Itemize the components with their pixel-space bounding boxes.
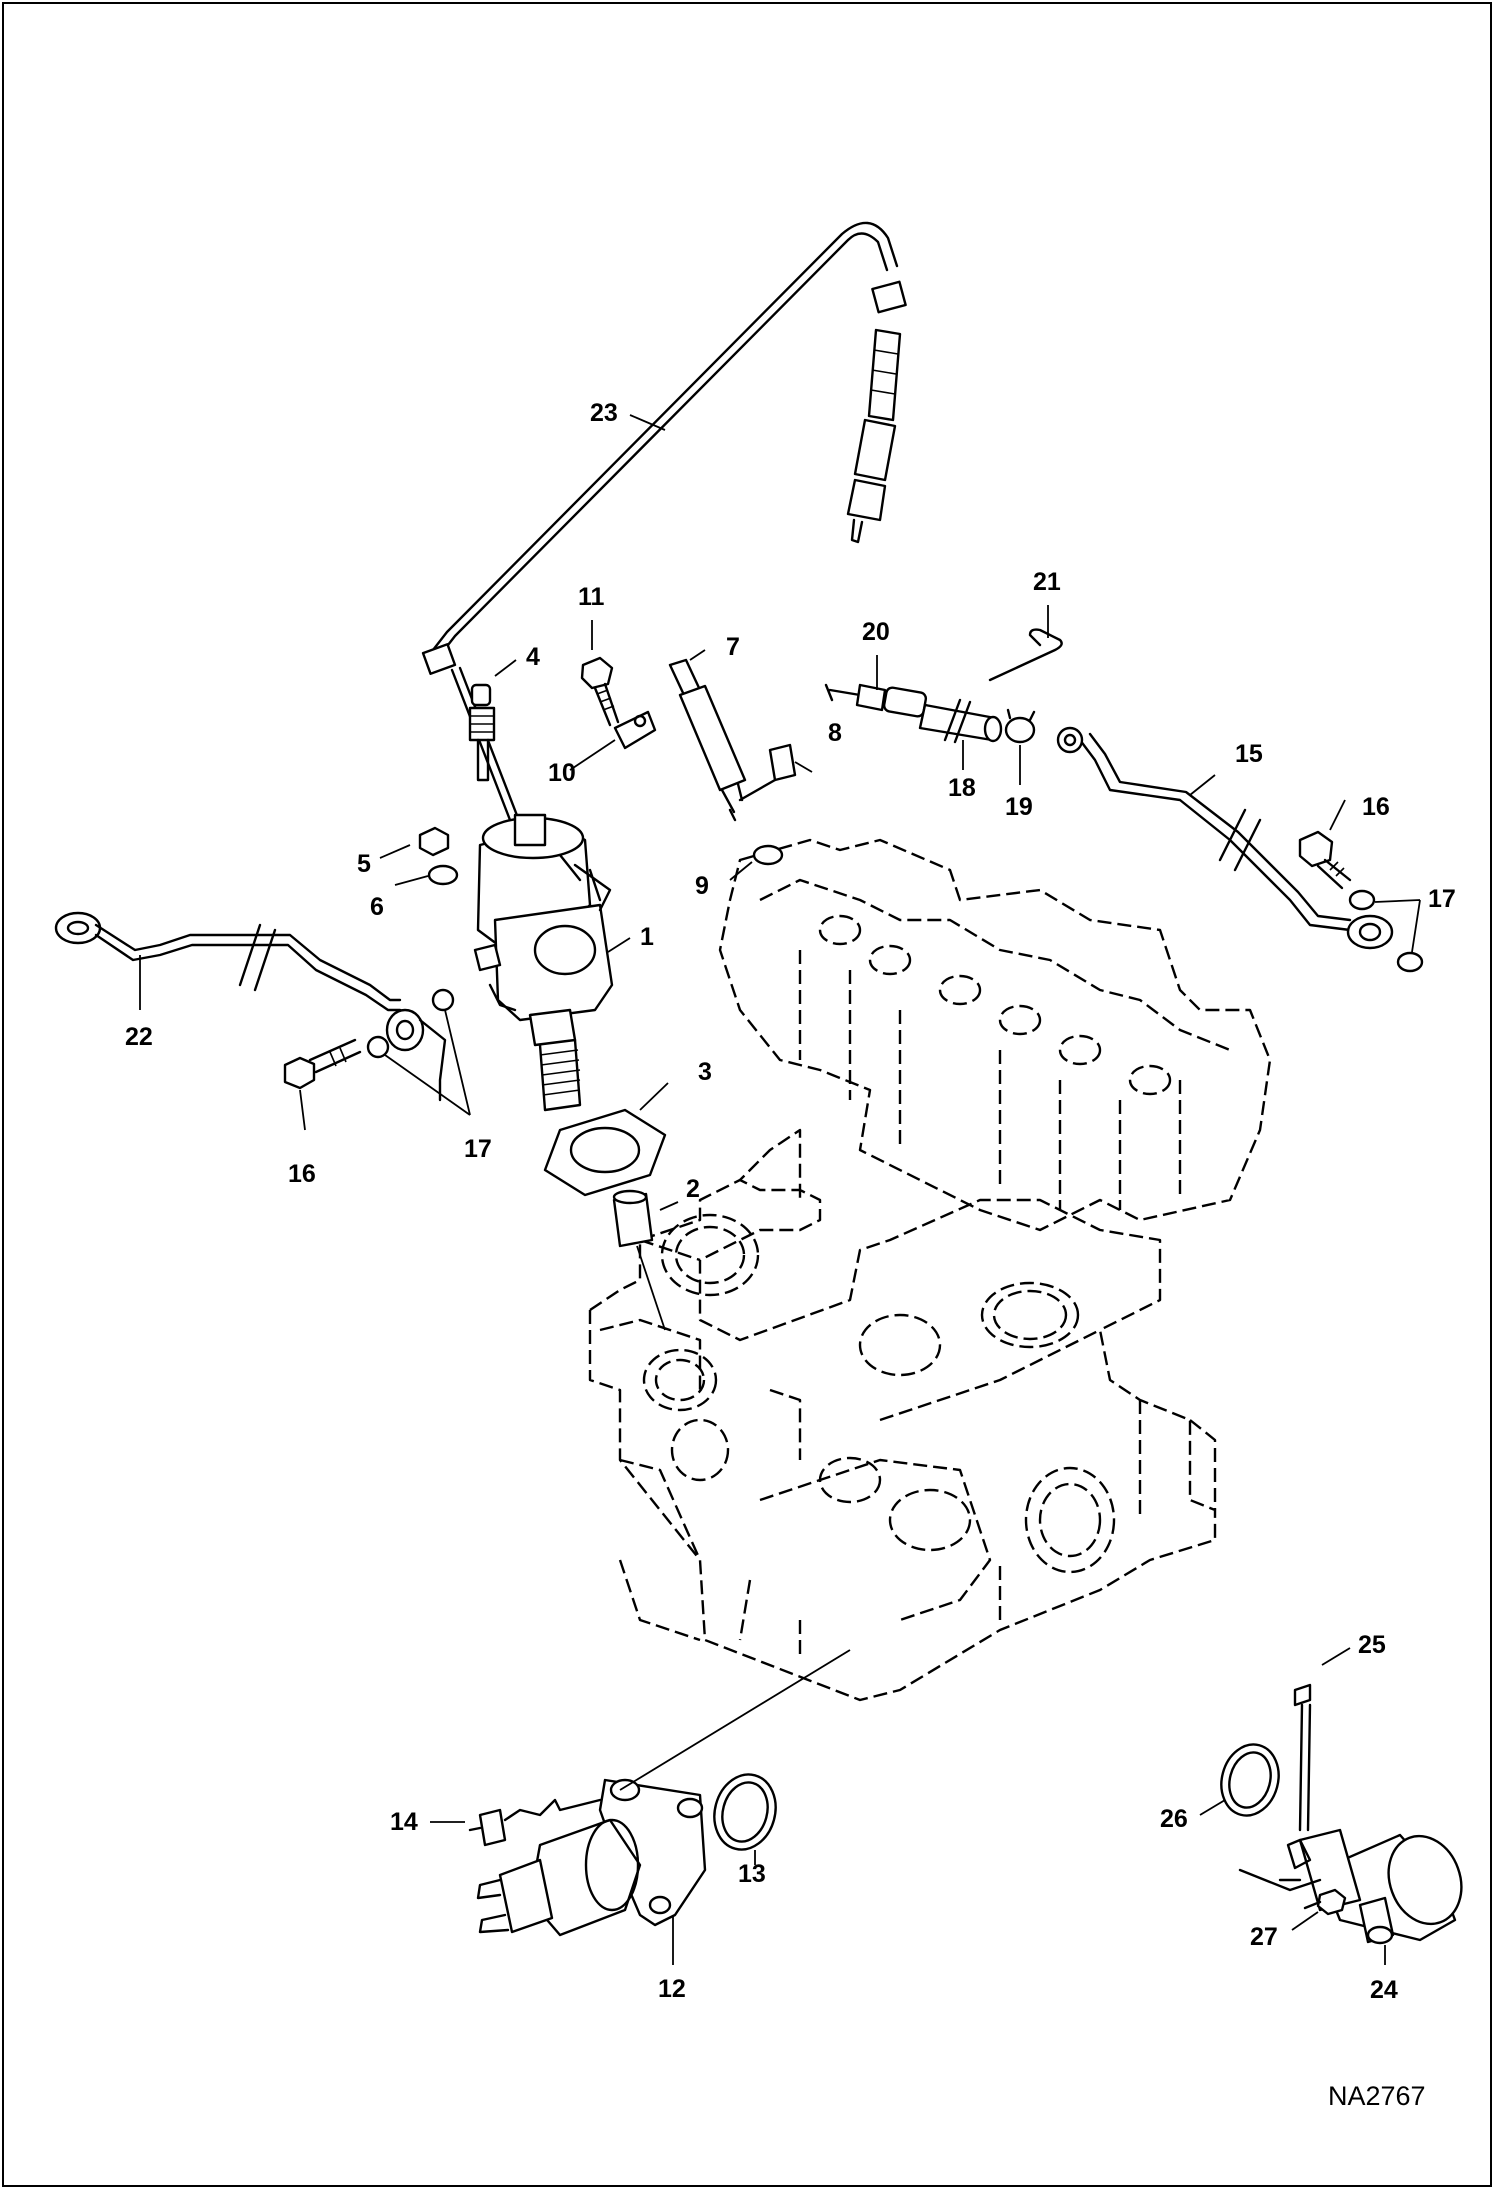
callout-23: 23 bbox=[590, 399, 618, 427]
fuel-injector bbox=[668, 658, 747, 822]
callout-9: 9 bbox=[695, 872, 709, 900]
callout-15: 15 bbox=[1235, 740, 1263, 768]
fuel-injection-line bbox=[421, 221, 907, 675]
washer-9 bbox=[752, 844, 784, 866]
callout-1: 1 bbox=[640, 923, 654, 951]
reference-code: NA2767 bbox=[1328, 2081, 1426, 2111]
callout-13: 13 bbox=[738, 1860, 766, 1888]
callout-24: 24 bbox=[1370, 1976, 1398, 2004]
callout-20: 20 bbox=[862, 618, 890, 646]
banjo-washer-right-b bbox=[1396, 951, 1424, 973]
injector-clamp bbox=[613, 710, 657, 750]
fuel-injection-pump bbox=[473, 813, 614, 1112]
injector-nozzle bbox=[846, 328, 902, 544]
callout-7: 7 bbox=[726, 633, 740, 661]
callout-10: 10 bbox=[548, 759, 576, 787]
callout-8: 8 bbox=[828, 719, 842, 747]
callout-22: 22 bbox=[125, 1023, 153, 1051]
callout-11: 11 bbox=[578, 583, 605, 611]
delivery-valve bbox=[468, 683, 496, 782]
return-hose bbox=[918, 698, 1003, 744]
banjo-bolt-right bbox=[1298, 830, 1352, 890]
nut bbox=[418, 826, 450, 857]
callout-21: 21 bbox=[1033, 568, 1061, 596]
cylinder-block bbox=[588, 1128, 1217, 1702]
fuel-supply-line-right bbox=[1056, 726, 1394, 950]
banjo-washer-right-a bbox=[1348, 889, 1376, 911]
fuel-feed-pump bbox=[1278, 1828, 1463, 1945]
callout-17-left: 17 bbox=[464, 1135, 492, 1163]
fuel-shutoff-solenoid bbox=[476, 1778, 707, 1937]
callout-18: 18 bbox=[948, 774, 976, 802]
callout-17-right: 17 bbox=[1428, 885, 1456, 913]
pump-gasket bbox=[543, 1108, 667, 1197]
cylinder-head bbox=[718, 838, 1272, 1232]
callout-16-right: 16 bbox=[1362, 793, 1390, 821]
pump-bracket bbox=[1293, 1683, 1312, 1832]
callout-leaders bbox=[139, 414, 1421, 1965]
callout-16-left: 16 bbox=[288, 1160, 316, 1188]
clamp-bolt bbox=[580, 656, 620, 727]
callout-3: 3 bbox=[698, 1058, 712, 1086]
callout-12: 12 bbox=[658, 1975, 686, 2003]
washer-6 bbox=[427, 864, 459, 886]
solenoid-mount-leader bbox=[619, 1649, 851, 1791]
callout-27: 27 bbox=[1250, 1923, 1278, 1951]
banjo-washer-left-b bbox=[431, 988, 455, 1012]
solenoid-connector bbox=[468, 1798, 602, 1847]
callout-2: 2 bbox=[686, 1175, 700, 1203]
retaining-clip bbox=[988, 628, 1063, 682]
fuel-supply-line-left bbox=[54, 911, 447, 1102]
callout-4: 4 bbox=[526, 643, 540, 671]
callout-26: 26 bbox=[1160, 1805, 1188, 1833]
callout-25: 25 bbox=[1358, 1631, 1386, 1659]
callout-5: 5 bbox=[357, 850, 371, 878]
callout-6: 6 bbox=[370, 893, 384, 921]
pump-bushing bbox=[612, 1189, 666, 1331]
callout-14: 14 bbox=[390, 1808, 418, 1836]
leak-off-connector bbox=[738, 743, 797, 802]
solenoid-o-ring bbox=[713, 1773, 777, 1851]
callout-labels: 1 2 3 4 5 6 7 8 9 10 11 12 13 14 15 16 1… bbox=[125, 399, 1456, 2111]
banjo-bolt-left bbox=[283, 1038, 362, 1090]
callout-19: 19 bbox=[1005, 793, 1033, 821]
feed-pump-o-ring bbox=[1220, 1743, 1280, 1817]
banjo-washer-left-a bbox=[366, 1035, 390, 1059]
feed-pump-bolts bbox=[1238, 1868, 1347, 1916]
hose-clamp bbox=[1004, 708, 1036, 744]
